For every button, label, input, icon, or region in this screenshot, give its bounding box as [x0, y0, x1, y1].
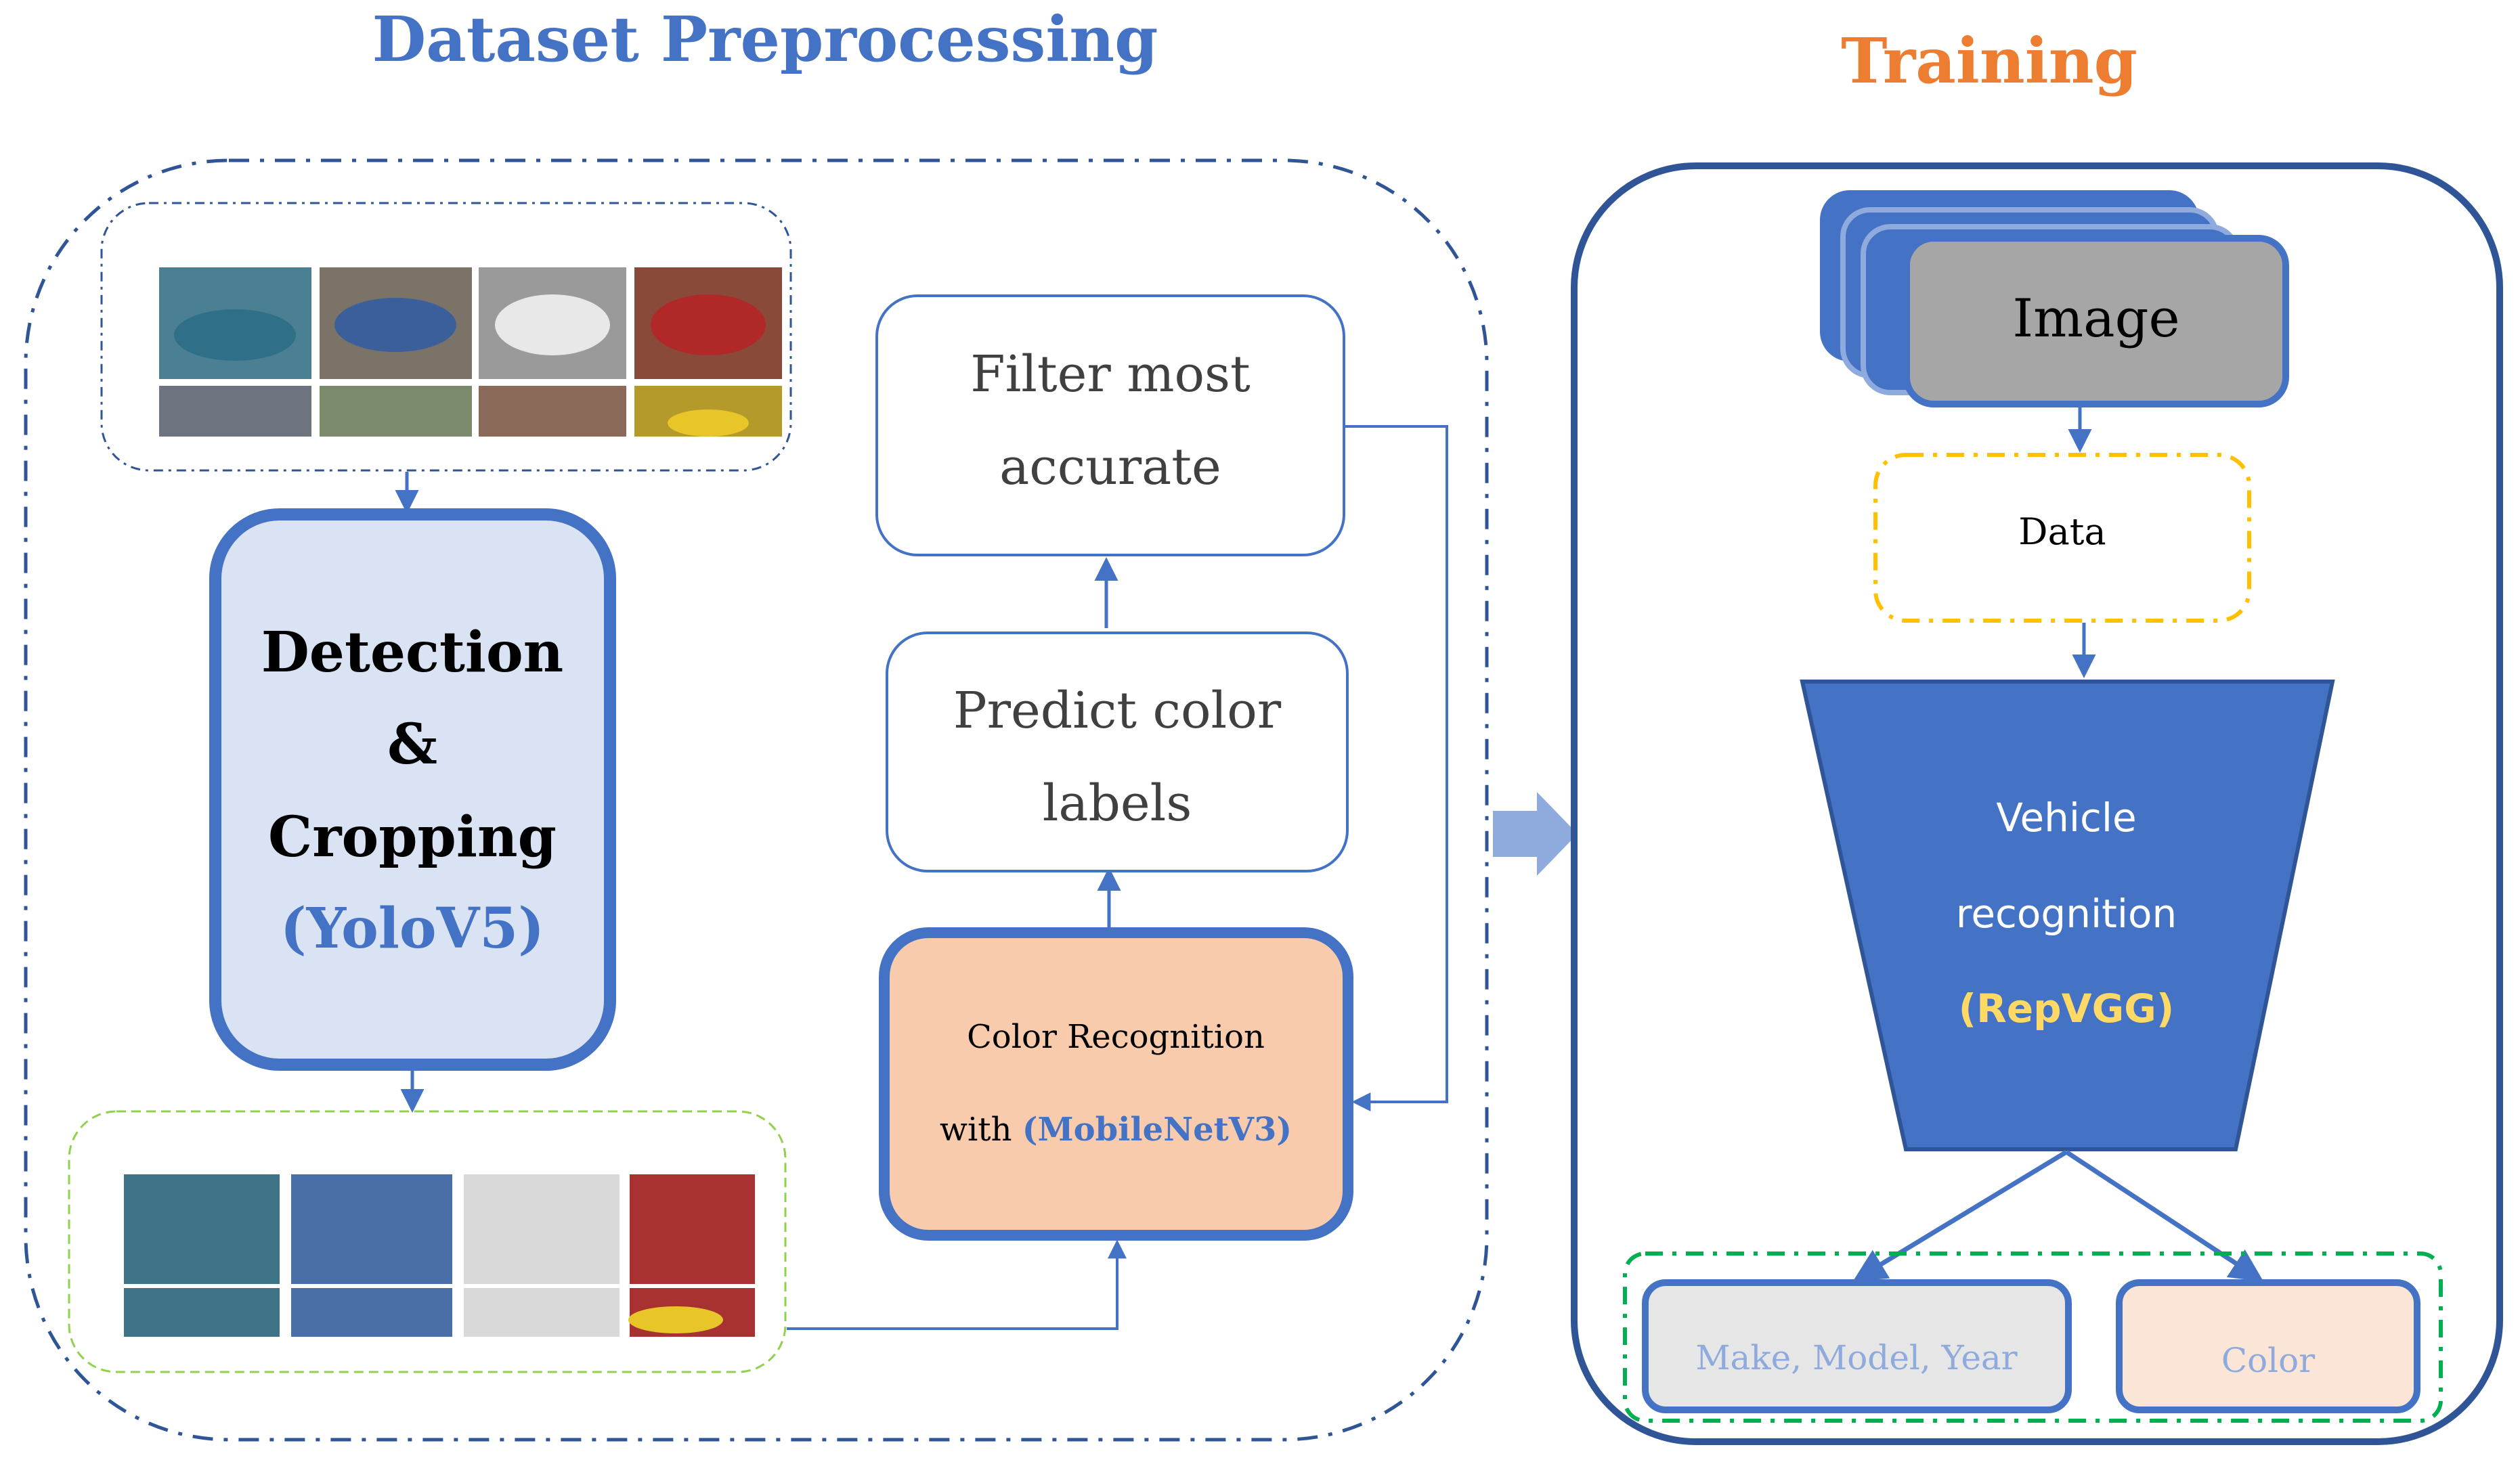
mobilenetv3-label: (MobileNetV3): [1022, 1111, 1292, 1149]
connector-filter-to-color-recognition: [1345, 425, 1448, 1111]
section-transition-arrow: [1493, 792, 1578, 876]
data-box: [1873, 453, 2251, 623]
image-label: Image: [2012, 288, 2179, 349]
yolov5-label: (YoloV5): [280, 896, 544, 961]
cropped-photo: [291, 1174, 452, 1337]
raw-photo: [159, 386, 311, 437]
car-shape: [628, 1306, 723, 1333]
arrow-repvgg-to-make: [1852, 1150, 2068, 1282]
cropped-photo: [464, 1174, 620, 1337]
filter-most-accurate-box: [875, 294, 1345, 556]
car-shape: [495, 294, 610, 355]
with-prefix: with: [940, 1111, 1022, 1149]
filter-most-label: Filter most: [970, 345, 1251, 403]
color-output-label: Color: [2221, 1341, 2315, 1380]
color-output-box: [2116, 1279, 2420, 1413]
raw-photo: [479, 386, 626, 437]
title-training: Training: [1841, 24, 2137, 97]
repvgg-model-shape: [1800, 680, 2335, 1151]
color-recognition-model-line: with (MobileNetV3): [940, 1111, 1292, 1149]
cropped-photo: [124, 1174, 280, 1337]
repvgg-label: (RepVGG): [1959, 985, 2175, 1032]
cropped-images-frame: [68, 1110, 787, 1373]
car-shape: [651, 294, 766, 355]
detection-ampersand: &: [387, 712, 437, 777]
predict-color-labels-box: [886, 632, 1349, 872]
image-card-front: [1903, 235, 2289, 407]
raw-images-grid: [159, 267, 782, 437]
detection-cropping-box: [209, 508, 616, 1071]
detection-label: Detection: [261, 620, 564, 685]
make-model-year-box: [1642, 1279, 2072, 1413]
car-shape: [668, 409, 749, 437]
arrow-repvgg-to-color: [2065, 1150, 2264, 1282]
recognition-label: recognition: [1956, 891, 2177, 937]
training-container: [1571, 162, 2503, 1445]
data-label: Data: [2018, 510, 2106, 553]
color-recognition-box: [879, 927, 1353, 1241]
car-shape: [334, 298, 456, 352]
make-model-year-label: Make, Model, Year: [1695, 1338, 2017, 1377]
accurate-label: accurate: [999, 438, 1221, 496]
vehicle-label: Vehicle: [1996, 795, 2136, 841]
cropped-images-grid: [124, 1174, 755, 1337]
image-stack: Image: [1820, 190, 2289, 407]
predict-color-label: Predict color: [953, 682, 1282, 740]
outputs-frame: [1623, 1251, 2443, 1423]
raw-photo: [320, 386, 472, 437]
color-recognition-label: Color Recognition: [967, 1018, 1265, 1056]
labels-label: labels: [1043, 774, 1192, 833]
preprocessing-container: [24, 158, 1489, 1442]
cropping-label: Cropping: [268, 805, 557, 870]
raw-images-frame: [100, 202, 792, 472]
title-dataset-preprocessing: Dataset Preprocessing: [372, 3, 1158, 76]
connector-cropped-to-color-recognition: [787, 1239, 1127, 1330]
car-shape: [174, 309, 296, 361]
